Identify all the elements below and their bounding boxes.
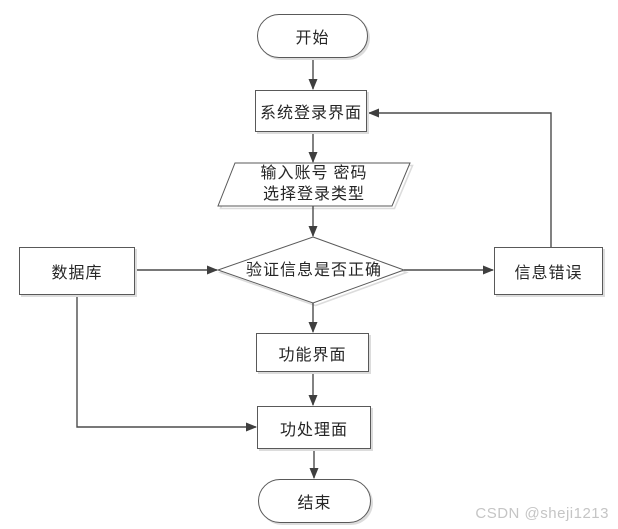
node-function-label: 功能界面: [278, 346, 347, 364]
node-verify-label: 验证信息是否正确: [245, 261, 382, 279]
node-database-label: 数据库: [51, 265, 103, 282]
node-login-label: 系统登录界面: [259, 105, 362, 122]
node-end: 结束: [258, 479, 371, 523]
node-end-label: 结束: [297, 495, 332, 512]
node-error-label: 信息错误: [514, 265, 583, 282]
node-input-shape: [217, 162, 411, 207]
node-process-label: 功处理面: [279, 421, 348, 439]
node-database: 数据库: [19, 247, 135, 295]
node-start-label: 开始: [295, 30, 330, 47]
edge-database-process: [76, 295, 257, 432]
node-error: 信息错误: [494, 247, 603, 295]
node-process: 功处理面: [257, 406, 371, 449]
node-input-label: 输入账号 密码 选择登录类型: [228, 162, 400, 206]
node-start: 开始: [257, 14, 368, 58]
watermark-text: CSDN @sheji1213: [475, 505, 609, 522]
node-input-line1: 输入账号 密码: [260, 165, 368, 182]
edge-error-login: [368, 108, 552, 247]
node-function: 功能界面: [256, 333, 369, 372]
node-login: 系统登录界面: [255, 90, 367, 132]
node-input-line2: 选择登录类型: [262, 186, 365, 203]
